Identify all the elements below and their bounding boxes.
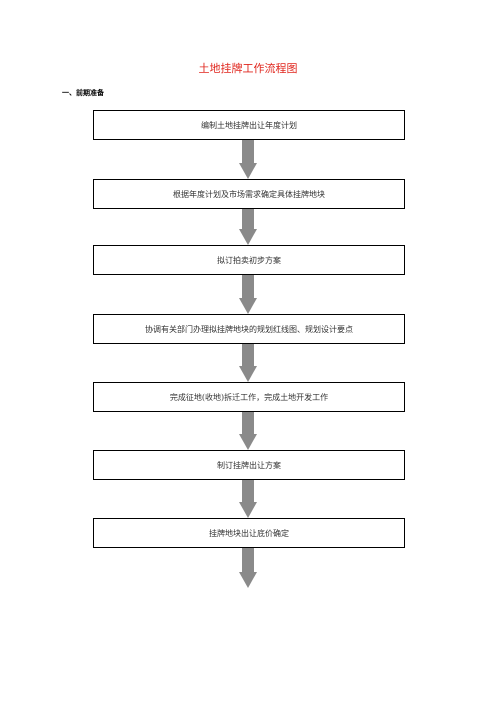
step-box-1: 编制土地挂牌出让年度计划 (93, 110, 405, 140)
step-box-6: 制订挂牌出让方案 (93, 450, 405, 480)
step-box-2: 根据年度计划及市场需求确定具体挂牌地块 (93, 179, 405, 209)
flow-arrow-7 (239, 548, 257, 588)
step-box-4: 协调有关部门办理拟挂牌地块的规划红线图、规划设计要点 (93, 314, 405, 344)
flow-arrow-4 (239, 344, 257, 382)
flow-arrow-1 (239, 140, 257, 179)
flow-arrow-6 (239, 480, 257, 518)
flow-arrow-2 (239, 209, 257, 245)
flow-arrow-5 (239, 412, 257, 450)
diagram-title: 土地挂牌工作流程图 (198, 62, 298, 75)
section-heading: 一、前期准备 (62, 89, 104, 97)
step-box-7: 挂牌地块出让底价确定 (93, 518, 405, 548)
step-box-5: 完成征地(收地)拆迁工作，完成土地开发工作 (93, 382, 405, 412)
flow-arrow-3 (239, 275, 257, 314)
step-box-3: 拟订拍卖初步方案 (93, 245, 405, 275)
